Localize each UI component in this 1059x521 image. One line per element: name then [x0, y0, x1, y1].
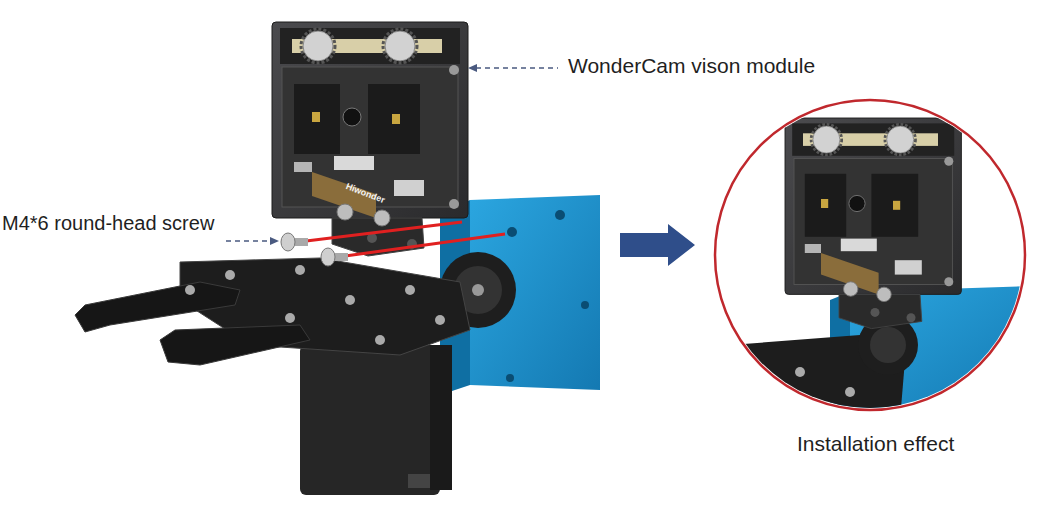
gripper	[185, 285, 195, 295]
servo-body	[300, 345, 440, 495]
gripper	[75, 282, 240, 332]
inset-circle	[730, 118, 1030, 420]
blue-bracket	[440, 195, 600, 395]
screw	[321, 248, 335, 266]
direction-arrow	[620, 224, 695, 266]
servo-horn	[472, 284, 484, 296]
assembly-guide-line	[338, 234, 505, 257]
gripper	[375, 335, 385, 345]
servo-body	[430, 345, 452, 490]
screw	[281, 233, 348, 266]
leader-line	[226, 64, 558, 245]
blue-bracket	[581, 301, 589, 309]
leader-line	[270, 237, 279, 245]
leader-line	[476, 67, 558, 68]
gripper	[75, 258, 470, 365]
caption-label: Installation effect	[797, 432, 954, 456]
screw	[281, 233, 295, 251]
part-label: M4*6 round-head screw	[2, 212, 214, 235]
leader-line	[468, 64, 477, 72]
gripper	[160, 325, 310, 365]
leader-line	[226, 240, 272, 241]
vision-module	[272, 22, 468, 256]
blue-bracket	[506, 374, 514, 382]
gripper	[345, 295, 355, 305]
inset-circle	[715, 100, 1025, 410]
gripper	[225, 270, 235, 280]
gripper	[405, 285, 415, 295]
inset-circle	[785, 118, 961, 329]
inset-circle	[870, 327, 906, 363]
assembly-guide-line	[298, 222, 462, 242]
gripper	[295, 265, 305, 275]
inset-circle	[795, 367, 805, 377]
blue-bracket	[555, 210, 565, 220]
direction-arrow	[620, 224, 695, 266]
part-label: WonderCam vison module	[568, 54, 815, 78]
inset-circle	[845, 387, 855, 397]
gripper	[435, 315, 445, 325]
gripper	[285, 313, 295, 323]
blue-bracket	[507, 227, 517, 237]
inset-circle	[715, 100, 1030, 420]
vision-module	[272, 22, 468, 256]
servo-body	[300, 345, 452, 495]
servo-body	[408, 474, 430, 488]
